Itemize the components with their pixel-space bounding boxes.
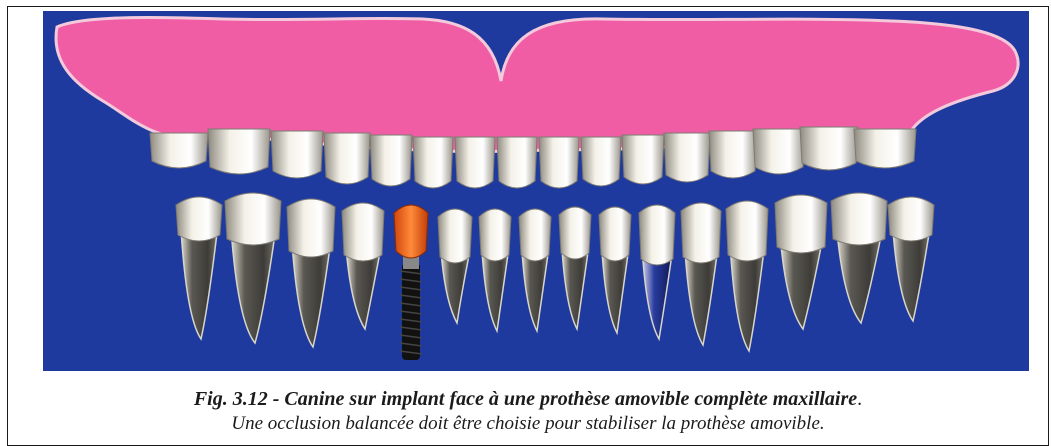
- lower-tooth-crown: [775, 195, 827, 253]
- lower-tooth-crown: [479, 209, 511, 261]
- lower-tooth-crown: [831, 193, 887, 245]
- lower-tooth-crown: [438, 209, 472, 263]
- figure-label: Fig. 3.12 - Canine sur implant face à un…: [194, 388, 857, 410]
- upper-tooth: [455, 137, 495, 188]
- lower-tooth-crown: [225, 193, 281, 245]
- lower-tooth-crown: [519, 209, 551, 261]
- upper-tooth: [150, 133, 208, 168]
- upper-tooth: [208, 129, 270, 174]
- upper-tooth: [413, 137, 453, 188]
- lower-tooth-crown: [559, 207, 591, 259]
- upper-tooth: [709, 131, 757, 178]
- upper-tooth: [622, 135, 664, 184]
- lower-tooth-crown: [888, 197, 934, 241]
- upper-tooth: [539, 137, 579, 188]
- figure-caption-period: .: [857, 388, 862, 410]
- lower-tooth-crown: [599, 207, 631, 261]
- implant-crown: [394, 205, 428, 258]
- lower-tooth-crown: [726, 201, 768, 261]
- figure-caption-title: Fig. 3.12 - Canine sur implant face à un…: [7, 388, 1049, 411]
- upper-tooth: [753, 129, 805, 174]
- lower-tooth-crown: [342, 203, 384, 261]
- upper-tooth: [324, 133, 370, 184]
- upper-tooth: [800, 127, 858, 170]
- upper-tooth: [664, 133, 710, 182]
- lower-tooth-crown: [176, 197, 222, 241]
- dental-illustration: [43, 11, 1029, 371]
- upper-tooth: [271, 131, 323, 178]
- lower-tooth-crown: [639, 205, 675, 265]
- dental-svg: [43, 11, 1029, 371]
- figure-caption-subtitle: Une occlusion balancée doit être choisie…: [7, 413, 1049, 435]
- upper-tooth: [854, 129, 916, 168]
- lower-tooth-crown: [681, 203, 721, 263]
- lower-tooth-crown: [287, 199, 335, 257]
- upper-tooth: [497, 137, 537, 188]
- upper-tooth: [581, 137, 621, 186]
- upper-tooth: [370, 135, 412, 186]
